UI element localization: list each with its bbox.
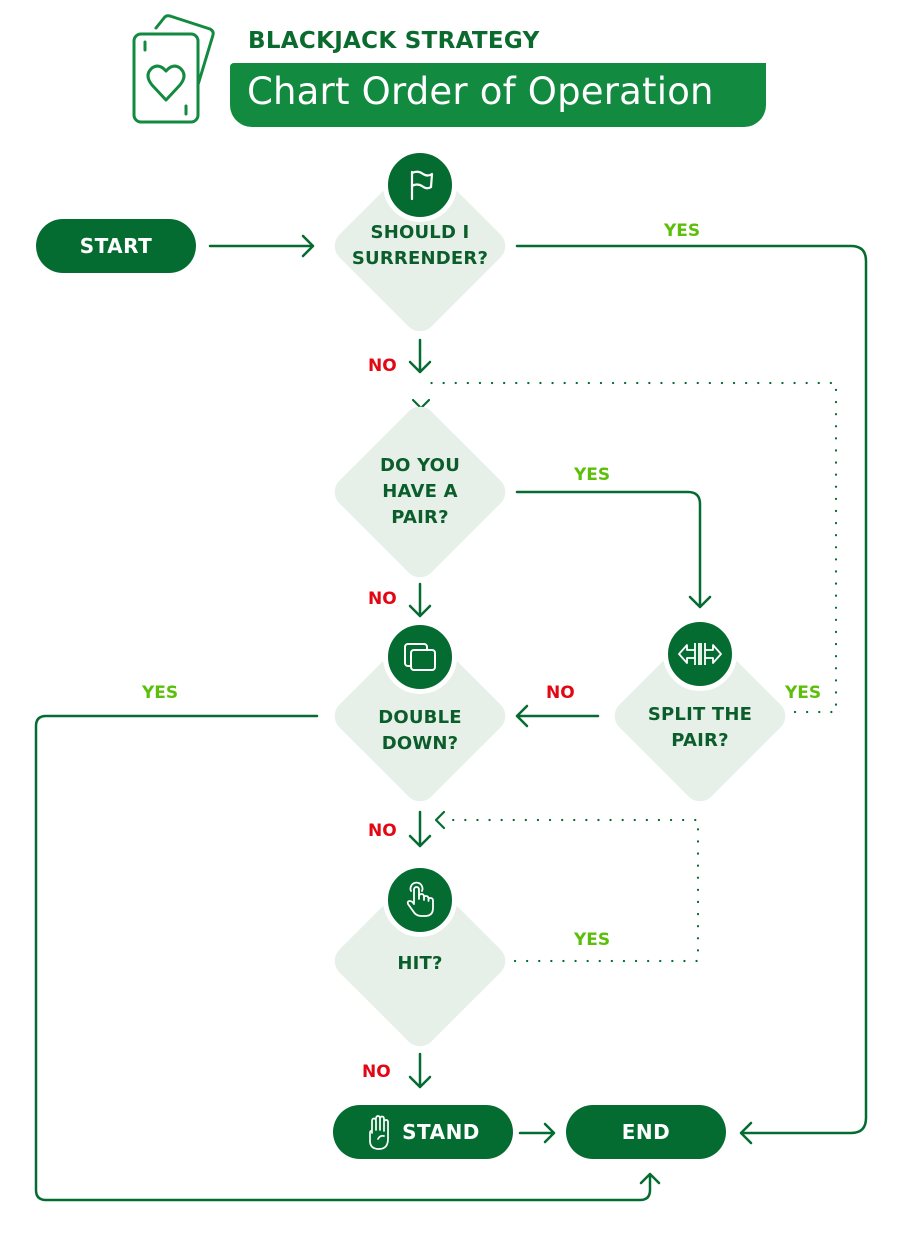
pair-no-label: NO	[368, 589, 397, 609]
end-node: END	[566, 1105, 726, 1159]
double-yes-label: YES	[142, 683, 179, 703]
playing-cards-heart-icon	[132, 14, 215, 124]
end-label: END	[621, 1120, 671, 1144]
edge-split-double	[515, 704, 600, 728]
edge-surrender-pair	[408, 338, 432, 374]
split-icon-circle	[663, 617, 737, 691]
surrender-no-label: NO	[368, 356, 397, 376]
edge-hit-stand	[408, 1052, 432, 1089]
split-yes-label: YES	[785, 683, 822, 703]
double-question: DOUBLE DOWN?	[378, 707, 462, 754]
edge-double-hit	[408, 810, 432, 848]
tap-hand-icon	[406, 881, 434, 917]
raised-hand-icon	[369, 1115, 389, 1150]
surrender-question: SHOULD I SURRENDER?	[351, 222, 489, 269]
edge-stand-end	[518, 1122, 556, 1144]
dotted-arrowhead-hit	[434, 810, 446, 830]
double-icon-circle	[383, 620, 457, 694]
edge-hit-loop-dotted	[444, 818, 700, 963]
start-node: START	[36, 219, 196, 273]
hit-yes-label: YES	[574, 930, 611, 950]
edge-start-surrender	[208, 234, 315, 258]
hit-icon-circle	[383, 863, 457, 937]
double-cards-icon	[404, 643, 436, 671]
edge-double-end	[34, 714, 661, 1202]
split-arrows-icon	[678, 643, 722, 665]
stand-node: STAND	[333, 1105, 513, 1159]
edge-pair-double	[408, 582, 432, 618]
hit-question: HIT?	[397, 953, 443, 974]
hit-no-label: NO	[362, 1062, 391, 1082]
edge-split-pair-dotted	[422, 381, 838, 714]
surrender-yes-label: YES	[664, 221, 701, 241]
edge-pair-split	[515, 490, 712, 609]
surrender-icon-circle	[383, 148, 457, 222]
split-no-label: NO	[546, 683, 575, 703]
stand-label: STAND	[402, 1120, 480, 1144]
start-label: START	[79, 234, 153, 258]
pair-question: DO YOU HAVE A PAIR?	[379, 455, 461, 528]
double-no-label: NO	[368, 821, 397, 841]
edge-surrender-end	[515, 244, 868, 1145]
title-banner	[230, 63, 766, 127]
header-subtitle: BLACKJACK STRATEGY	[248, 28, 540, 54]
page-title: Chart Order of Operation	[247, 70, 714, 113]
flag-icon	[410, 170, 434, 201]
pair-yes-label: YES	[574, 465, 611, 485]
split-question: SPLIT THE PAIR?	[647, 704, 753, 751]
